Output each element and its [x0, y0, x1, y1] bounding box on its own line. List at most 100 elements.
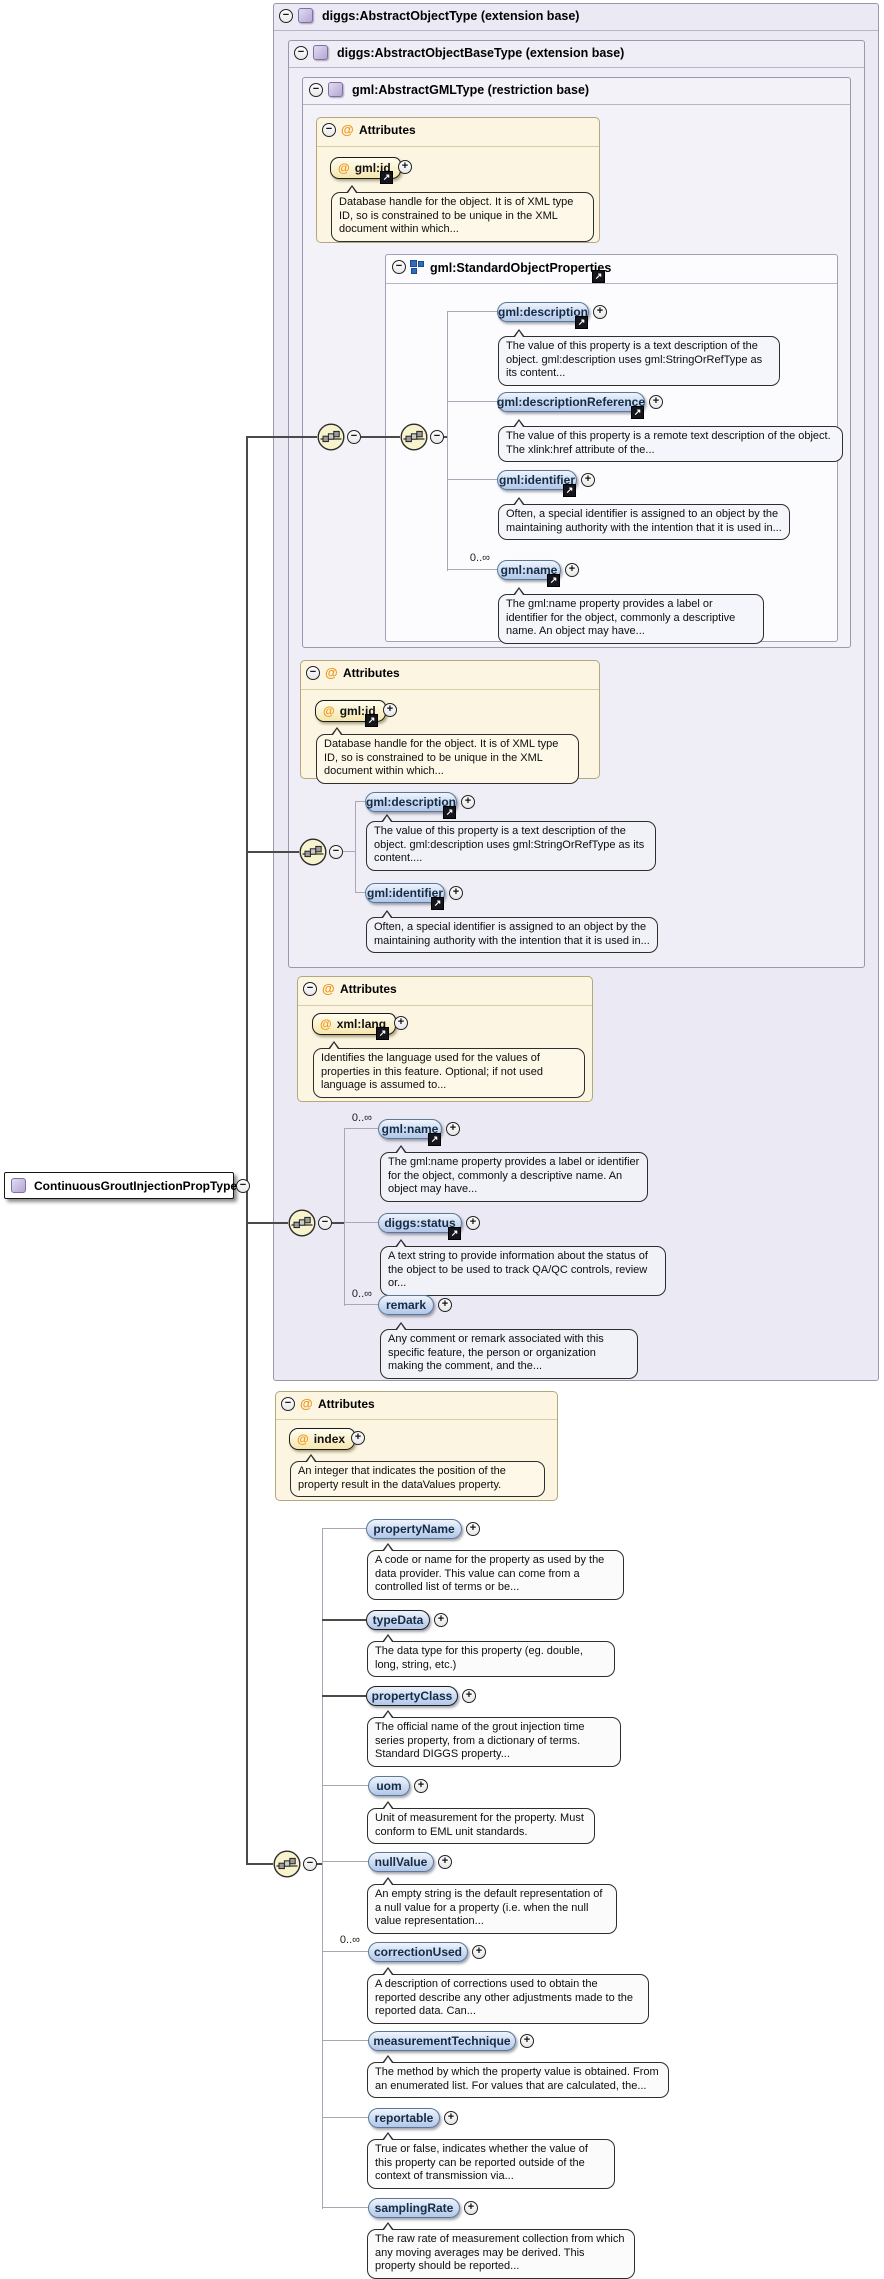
attribute-xml-lang[interactable]: @ xml:lang — [312, 1013, 397, 1035]
connector-line — [332, 1222, 345, 1224]
sequence-icon[interactable] — [288, 1209, 316, 1237]
annotation-bubble: The value of this property is a text des… — [366, 814, 656, 871]
element-gml-name[interactable]: gml:name — [497, 560, 561, 580]
expand-icon[interactable]: + — [446, 1122, 460, 1136]
link-arrow-icon[interactable]: ↗ — [443, 806, 456, 819]
link-arrow-icon[interactable]: ↗ — [365, 714, 378, 727]
box-title: diggs:AbstractObjectType (extension base… — [322, 9, 580, 23]
expand-icon[interactable]: + — [565, 563, 579, 577]
collapse-icon[interactable]: − — [329, 845, 343, 859]
connector-line — [322, 1695, 366, 1697]
expand-icon[interactable]: + — [394, 1016, 408, 1030]
expand-icon[interactable]: + — [438, 1298, 452, 1312]
expand-icon[interactable]: + — [398, 160, 412, 174]
link-arrow-icon[interactable]: ↗ — [563, 484, 576, 497]
expand-icon[interactable]: + — [466, 1522, 480, 1536]
element-gml-identifier[interactable]: gml:identifier — [497, 470, 577, 490]
element-property-class[interactable]: propertyClass — [366, 1686, 458, 1706]
element-type-data[interactable]: typeData — [366, 1610, 430, 1630]
connector-line — [344, 1128, 378, 1129]
collapse-icon[interactable]: − — [309, 83, 323, 97]
expand-icon[interactable]: + — [581, 473, 595, 487]
element-gml-name[interactable]: gml:name — [378, 1119, 442, 1139]
collapse-icon[interactable]: − — [281, 1397, 295, 1411]
expand-icon[interactable]: + — [462, 1689, 476, 1703]
link-arrow-icon[interactable]: ↗ — [592, 270, 605, 283]
attribute-label: index — [313, 1432, 346, 1446]
collapse-icon[interactable]: − — [322, 123, 336, 137]
expand-icon[interactable]: + — [520, 2034, 534, 2048]
expand-icon[interactable]: + — [449, 886, 463, 900]
element-label: propertyClass — [371, 1689, 453, 1703]
element-remark[interactable]: remark — [378, 1295, 434, 1315]
expand-icon[interactable]: + — [472, 1945, 486, 1959]
expand-icon[interactable]: + — [351, 1431, 365, 1445]
link-arrow-icon[interactable]: ↗ — [428, 1133, 441, 1146]
annotation-bubble: The data type for this property (eg. dou… — [367, 1634, 615, 1677]
element-null-value[interactable]: nullValue — [368, 1852, 434, 1872]
sequence-icon[interactable] — [400, 423, 428, 451]
expand-icon[interactable]: + — [649, 395, 663, 409]
link-arrow-icon[interactable]: ↗ — [376, 1027, 389, 1040]
divider — [298, 1005, 592, 1006]
connector-line — [322, 2207, 368, 2208]
collapse-icon[interactable]: − — [303, 982, 317, 996]
link-arrow-icon[interactable]: ↗ — [575, 316, 588, 329]
annotation-bubble: An integer that indicates the position o… — [290, 1454, 545, 1497]
divider — [317, 146, 599, 147]
complex-type-icon — [298, 8, 313, 23]
expand-icon[interactable]: + — [461, 795, 475, 809]
element-label: uom — [376, 1779, 402, 1793]
element-diggs-status[interactable]: diggs:status — [378, 1213, 462, 1233]
link-arrow-icon[interactable]: ↗ — [431, 897, 444, 910]
collapse-icon[interactable]: − — [318, 1216, 332, 1230]
annotation-bubble: The gml:name property provides a label o… — [498, 587, 764, 644]
collapse-icon[interactable]: − — [347, 430, 361, 444]
element-reportable[interactable]: reportable — [368, 2108, 440, 2128]
element-label: diggs:status — [384, 1216, 456, 1230]
annotation-bubble: The value of this property is a remote t… — [498, 419, 843, 462]
link-arrow-icon[interactable]: ↗ — [380, 171, 393, 184]
root-type[interactable]: ContinuousGroutInjectionPropType — [4, 1172, 238, 1199]
element-uom[interactable]: uom — [368, 1776, 410, 1796]
sequence-icon[interactable] — [299, 838, 327, 866]
expand-icon[interactable]: + — [444, 2111, 458, 2125]
expand-icon[interactable]: + — [438, 1855, 452, 1869]
element-sampling-rate[interactable]: samplingRate — [368, 2198, 460, 2218]
connector-line — [355, 801, 356, 893]
element-property-name[interactable]: propertyName — [366, 1519, 462, 1539]
occurrence-label: 0..∞ — [351, 1112, 372, 1124]
element-gml-description-reference[interactable]: gml:descriptionReference — [497, 392, 645, 412]
expand-icon[interactable]: + — [383, 703, 397, 717]
collapse-icon[interactable]: − — [306, 666, 320, 680]
expand-icon[interactable]: + — [464, 2201, 478, 2215]
sequence-icon[interactable] — [317, 423, 345, 451]
element-correction-used[interactable]: correctionUsed — [368, 1942, 468, 1962]
root-type-label: ContinuousGroutInjectionPropType — [34, 1178, 238, 1193]
expand-icon[interactable]: + — [593, 305, 607, 319]
attribute-icon: @ — [322, 981, 335, 996]
link-arrow-icon[interactable]: ↗ — [448, 1227, 461, 1240]
collapse-icon[interactable]: − — [303, 1857, 317, 1871]
element-label: typeData — [372, 1613, 424, 1627]
connector-line — [246, 1222, 288, 1224]
expand-icon[interactable]: + — [434, 1613, 448, 1627]
attribute-index[interactable]: @ index — [289, 1428, 356, 1450]
sequence-icon[interactable] — [273, 1850, 301, 1878]
expand-icon[interactable]: + — [414, 1779, 428, 1793]
element-gml-description[interactable]: gml:description — [365, 792, 457, 812]
expand-icon[interactable]: + — [466, 1216, 480, 1230]
element-label: samplingRate — [374, 2201, 454, 2215]
collapse-icon[interactable]: − — [294, 46, 308, 60]
collapse-icon[interactable]: − — [392, 260, 406, 274]
element-gml-description[interactable]: gml:description — [497, 302, 589, 322]
collapse-icon[interactable]: − — [430, 430, 444, 444]
element-gml-identifier[interactable]: gml:identifier — [365, 883, 445, 903]
element-measurement-technique[interactable]: measurementTechnique — [368, 2031, 516, 2051]
collapse-icon[interactable]: − — [236, 1179, 250, 1193]
link-arrow-icon[interactable]: ↗ — [547, 574, 560, 587]
link-arrow-icon[interactable]: ↗ — [631, 406, 644, 419]
collapse-icon[interactable]: − — [279, 9, 293, 23]
connector-line — [361, 436, 400, 438]
